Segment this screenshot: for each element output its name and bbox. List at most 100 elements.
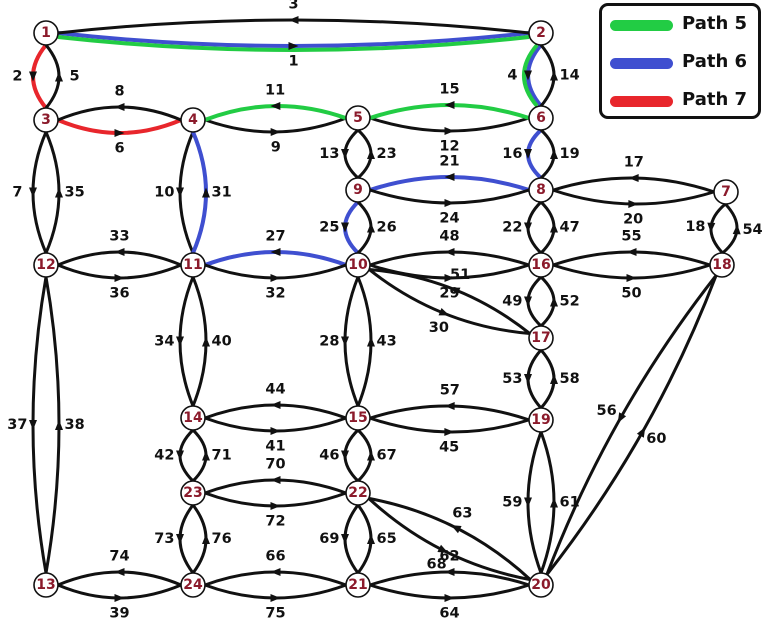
node-circle <box>33 20 59 46</box>
link-48-arrow <box>444 248 455 256</box>
link-label-2: 2 <box>12 69 22 85</box>
link-9 <box>204 116 347 134</box>
link-54 <box>721 202 739 255</box>
link-label-19: 19 <box>560 146 580 162</box>
link-53-arrow <box>524 374 532 384</box>
node-circle <box>345 405 371 431</box>
link-label-4: 4 <box>507 68 517 84</box>
legend-label: Path 5 <box>682 13 748 34</box>
link-76-arrow <box>202 534 210 544</box>
link-label-6: 6 <box>114 141 124 157</box>
link-54-arrow <box>732 224 741 235</box>
link-label-27: 27 <box>265 228 285 244</box>
link-label-5: 5 <box>70 69 80 85</box>
link-label-71: 71 <box>212 448 232 464</box>
link-68-arrow <box>437 544 449 553</box>
link-9-arrow <box>270 128 281 137</box>
node-label: 11 <box>183 257 202 273</box>
link-30-arrow <box>438 308 450 316</box>
node-circle <box>528 407 554 433</box>
link-label-32: 32 <box>265 286 285 302</box>
link-13-arrow <box>341 149 349 159</box>
link-29-arrow <box>444 274 455 282</box>
link-label-21: 21 <box>439 153 459 169</box>
link-20-arrow <box>628 199 639 208</box>
link-70-arrow <box>270 476 281 484</box>
node-21: 21 <box>345 572 371 598</box>
node-label: 8 <box>536 182 546 198</box>
link-59-arrow <box>524 497 532 508</box>
link-43-arrow <box>367 336 375 347</box>
node-24: 24 <box>180 572 206 598</box>
link-label-3: 3 <box>288 0 298 12</box>
node-circle <box>345 177 371 203</box>
node-label: 3 <box>41 112 51 128</box>
link-18 <box>709 202 727 255</box>
node-label: 19 <box>531 412 550 428</box>
link-41-arrow <box>270 427 281 435</box>
node-2: 2 <box>528 20 554 46</box>
link-label-23: 23 <box>377 146 397 162</box>
link-label-67: 67 <box>377 448 397 464</box>
link-44-arrow <box>270 401 281 409</box>
link-label-69: 69 <box>319 531 339 547</box>
link-label-52: 52 <box>560 294 580 310</box>
link-14-arrow <box>550 70 558 81</box>
node-22: 22 <box>345 480 371 506</box>
link-label-66: 66 <box>265 548 285 564</box>
node-circle <box>180 107 206 133</box>
link-37-arrow <box>29 420 37 430</box>
node-label: 22 <box>348 485 367 501</box>
link-label-75: 75 <box>265 606 285 622</box>
link-62-arrow <box>444 568 455 576</box>
link-39-arrow <box>114 594 125 602</box>
link-label-25: 25 <box>319 220 339 236</box>
link-4-overlay <box>522 43 539 108</box>
link-label-70: 70 <box>265 456 285 472</box>
link-55-arrow <box>626 248 637 256</box>
link-label-56: 56 <box>597 403 617 419</box>
node-label: 9 <box>353 182 363 198</box>
link-label-14: 14 <box>560 68 580 84</box>
link-label-76: 76 <box>212 531 232 547</box>
node-circle <box>345 252 371 278</box>
link-label-29: 29 <box>439 286 459 302</box>
link-1-arrow <box>288 42 299 50</box>
link-61-arrow <box>550 497 558 508</box>
node-circle <box>713 179 739 205</box>
link-73-arrow <box>176 534 184 544</box>
legend-item-path-5: Path 5 <box>610 10 760 40</box>
legend-swatch-path-6 <box>610 58 673 69</box>
link-10-arrow <box>176 187 184 198</box>
link-60-arrow <box>636 427 646 438</box>
link-label-8: 8 <box>114 83 124 99</box>
link-12-arrow <box>444 127 455 135</box>
link-38-arrow <box>55 420 63 430</box>
link-label-43: 43 <box>377 334 397 350</box>
legend: Path 5 Path 6 Path 7 <box>599 3 761 119</box>
legend-swatch-path-7 <box>610 96 673 107</box>
link-58-arrow <box>550 374 558 384</box>
link-26-arrow <box>367 222 375 233</box>
link-32-arrow <box>270 274 281 282</box>
node-4: 4 <box>180 107 206 133</box>
node-circle <box>33 572 59 598</box>
node-7: 7 <box>713 179 739 205</box>
link-label-36: 36 <box>109 286 129 302</box>
node-circle <box>709 252 735 278</box>
link-label-48: 48 <box>439 228 459 244</box>
link-label-11: 11 <box>265 82 285 98</box>
node-circle <box>528 105 554 131</box>
node-16: 16 <box>528 252 554 278</box>
node-circle <box>180 252 206 278</box>
link-label-28: 28 <box>319 334 339 350</box>
link-label-24: 24 <box>439 211 459 227</box>
link-label-10: 10 <box>154 185 174 201</box>
node-label: 20 <box>531 577 551 593</box>
node-circle <box>528 325 554 351</box>
node-circle <box>180 572 206 598</box>
link-7-arrow <box>29 187 37 198</box>
link-36-arrow <box>114 274 125 282</box>
link-51-arrow <box>449 287 461 295</box>
link-28-arrow <box>341 336 349 347</box>
